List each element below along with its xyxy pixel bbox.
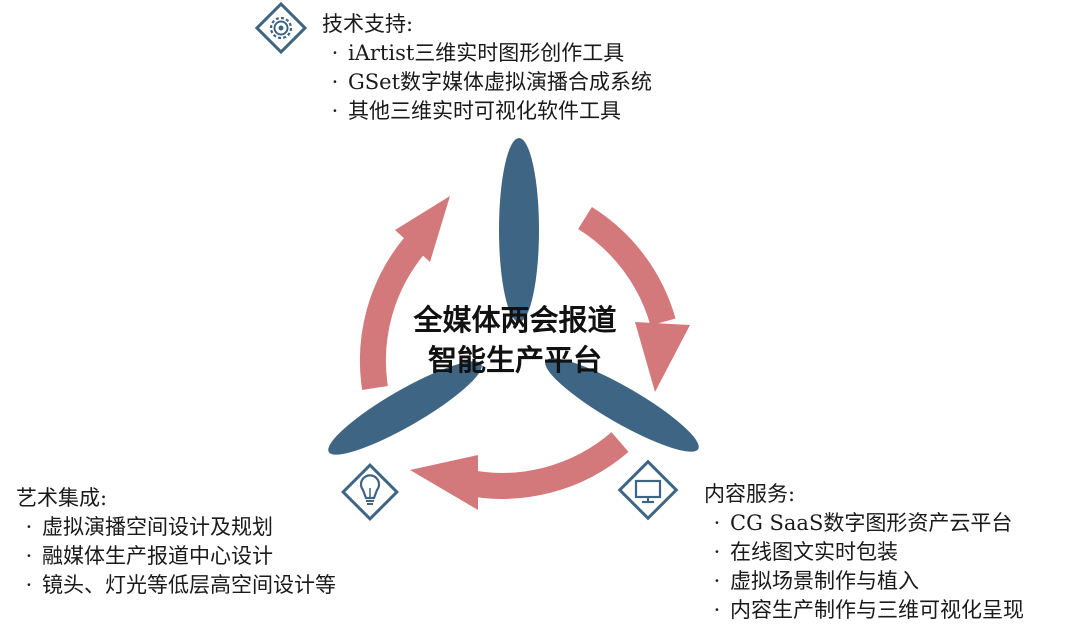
blade-top [499,138,539,322]
propeller [328,138,699,455]
content-service-list: CG SaaS数字图形资产云平台 在线图文实时包装 虚拟场景制作与植入 内容生产… [704,509,1024,625]
list-item: 镜头、灯光等低层高空间设计等 [16,571,336,600]
blade-left [328,361,482,455]
art-integration-block: 艺术集成: 虚拟演播空间设计及规划 融媒体生产报道中心设计 镜头、灯光等低层高空… [16,484,336,600]
list-item: 在线图文实时包装 [704,538,1024,567]
cycle-arrows [359,196,690,510]
list-item: iArtist三维实时图形创作工具 [322,39,652,68]
center-title-line1: 全媒体两会报道 [413,303,617,337]
content-service-heading: 内容服务: [704,482,796,506]
list-item: 其他三维实时可视化软件工具 [322,97,652,126]
lightbulb-icon [341,463,399,521]
arrow-bottom [410,432,629,510]
tech-support-list: iArtist三维实时图形创作工具 GSet数字媒体虚拟演播合成系统 其他三维实… [322,39,652,126]
monitor-icon [617,459,679,521]
list-item: 融媒体生产报道中心设计 [16,542,336,571]
center-title-line2: 智能生产平台 [427,343,602,377]
list-item: GSet数字媒体虚拟演播合成系统 [322,68,652,97]
tech-support-block: 技术支持: iArtist三维实时图形创作工具 GSet数字媒体虚拟演播合成系统… [322,10,652,126]
art-integration-list: 虚拟演播空间设计及规划 融媒体生产报道中心设计 镜头、灯光等低层高空间设计等 [16,513,336,600]
list-item: 虚拟演播空间设计及规划 [16,513,336,542]
arrow-left [359,196,450,390]
tech-support-heading: 技术支持: [322,12,414,36]
gear-icon [254,1,308,55]
blade-right [545,358,699,452]
arrow-right [577,206,690,392]
list-item: 内容生产制作与三维可视化呈现 [704,596,1024,625]
list-item: CG SaaS数字图形资产云平台 [704,509,1024,538]
center-title: 全媒体两会报道 智能生产平台 [390,300,640,380]
art-integration-heading: 艺术集成: [16,486,108,510]
list-item: 虚拟场景制作与植入 [704,567,1024,596]
content-service-block: 内容服务: CG SaaS数字图形资产云平台 在线图文实时包装 虚拟场景制作与植… [704,480,1024,625]
